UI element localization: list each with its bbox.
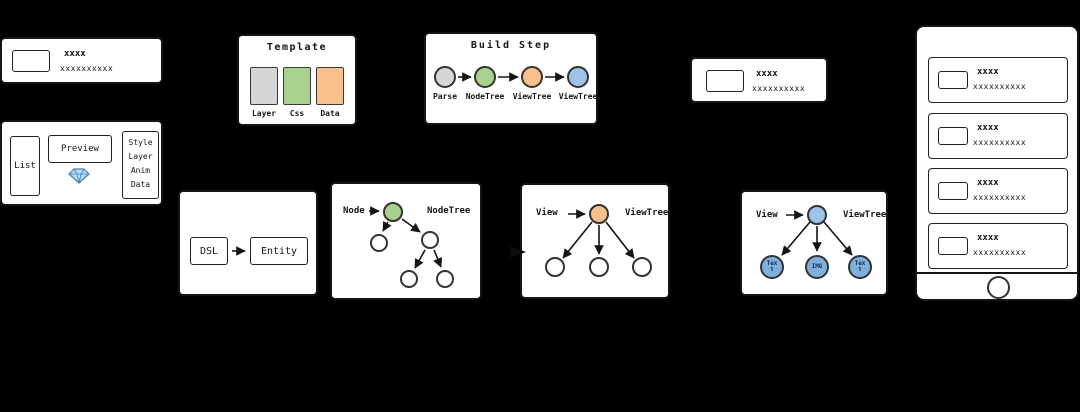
sketch-diamond-icon — [68, 168, 90, 184]
node-root — [383, 202, 403, 222]
editor-panel: List Preview Style Layer Anim Data — [0, 120, 163, 206]
parse-label: Parse — [432, 92, 458, 101]
viewtree-arrows — [781, 210, 853, 256]
card-subtitle: xxxxxxxxxx — [973, 82, 1027, 91]
view-label: View — [536, 208, 558, 218]
node-label: Node — [343, 206, 365, 216]
viewtree-final-node — [567, 66, 589, 88]
nodetree-panel: Node NodeTree — [330, 182, 482, 300]
card-title: xxxx — [977, 233, 999, 243]
card-top-left: xxxx xxxxxxxxxx — [0, 37, 163, 84]
style-pane: Style Layer Anim Data — [122, 131, 159, 199]
tree-node — [436, 270, 454, 288]
phone-card: xxxx xxxxxxxxxx — [928, 168, 1068, 214]
card-subtitle: xxxxxxxxxx — [60, 64, 114, 73]
card-title: xxxx — [64, 49, 86, 59]
view-root — [807, 205, 827, 225]
css-block-label: Css — [289, 109, 305, 118]
leaf-node-img: IMG — [805, 255, 829, 279]
thumbnail-placeholder — [938, 182, 968, 200]
phone-bottom-divider — [917, 272, 1077, 274]
dsl-box: DSL — [190, 237, 228, 265]
style-pane-line: Anim — [130, 166, 151, 175]
thumbnail-placeholder — [938, 237, 968, 255]
leaf-label: IMG — [811, 263, 823, 270]
template-panel: Template Layer Css Data — [237, 34, 357, 126]
nodetree-label: NodeTree — [465, 92, 505, 101]
flow-arrow-icon — [510, 246, 526, 258]
card-title: xxxx — [977, 178, 999, 188]
list-pane: List — [10, 136, 40, 196]
template-title: Template — [266, 42, 328, 53]
data-block — [316, 67, 344, 105]
viewtree-arrows — [562, 209, 635, 259]
build-step-panel: Build Step Parse NodeTree ViewTree ViewT… — [424, 32, 598, 125]
nodetree-label: NodeTree — [427, 206, 471, 216]
view-label: View — [756, 210, 778, 220]
tree-node — [370, 234, 388, 252]
data-block-label: Data — [320, 109, 340, 118]
card-title: xxxx — [977, 123, 999, 133]
card-subtitle: xxxxxxxxxx — [973, 248, 1027, 257]
card-subtitle: xxxxxxxxxx — [973, 138, 1027, 147]
card-title: xxxx — [756, 69, 778, 79]
tree-node — [589, 257, 609, 277]
phone-card: xxxx xxxxxxxxxx — [928, 57, 1068, 103]
preview-pane: Preview — [48, 135, 112, 163]
nodetree-node — [474, 66, 496, 88]
view-root — [589, 204, 609, 224]
card-subtitle: xxxxxxxxxx — [973, 193, 1027, 202]
viewtree-orange-panel: View ViewTree — [520, 183, 670, 299]
tree-node — [421, 231, 439, 249]
viewtree-node — [521, 66, 543, 88]
style-pane-line: Style — [128, 138, 153, 147]
layer-block-label: Layer — [251, 109, 277, 118]
thumbnail-placeholder — [938, 127, 968, 145]
leaf-label: Text — [766, 260, 778, 273]
thumbnail-placeholder — [706, 70, 744, 92]
parse-node — [434, 66, 456, 88]
entity-label: Entity — [260, 245, 298, 257]
card-subtitle: xxxxxxxxxx — [752, 84, 806, 93]
thumbnail-placeholder — [12, 50, 50, 72]
dsl-label: DSL — [199, 245, 219, 257]
dsl-entity-panel: DSL Entity — [178, 190, 318, 296]
build-step-title: Build Step — [470, 40, 552, 51]
tree-node — [632, 257, 652, 277]
tree-node — [400, 270, 418, 288]
leaf-node-text: Text — [760, 255, 784, 279]
dsl-entity-arrow — [232, 246, 246, 256]
phone-card: xxxx xxxxxxxxxx — [928, 223, 1068, 269]
css-block — [283, 67, 311, 105]
phone-frame: xxxx xxxxxxxxxx xxxx xxxxxxxxxx xxxx xxx… — [915, 25, 1079, 301]
tree-node — [545, 257, 565, 277]
viewtree-label: ViewTree — [625, 208, 669, 218]
layer-block — [250, 67, 278, 105]
viewtree-final-label: ViewTree — [558, 92, 598, 101]
leaf-node-text: Text — [848, 255, 872, 279]
thumbnail-placeholder — [938, 71, 968, 89]
preview-label: Preview — [61, 144, 99, 154]
phone-card: xxxx xxxxxxxxxx — [928, 113, 1068, 159]
entity-box: Entity — [250, 237, 308, 265]
viewtree-label: ViewTree — [843, 210, 887, 220]
style-pane-line: Data — [130, 180, 151, 189]
home-button-icon — [987, 276, 1010, 299]
nodetree-arrows — [369, 206, 443, 269]
card-top-right: xxxx xxxxxxxxxx — [690, 57, 828, 103]
style-pane-line: Layer — [128, 152, 153, 161]
viewtree-blue-panel: View ViewTree Text IMG Text — [740, 190, 888, 296]
card-title: xxxx — [977, 67, 999, 77]
leaf-label: Text — [854, 260, 866, 273]
list-label: List — [14, 161, 36, 171]
viewtree-label: ViewTree — [512, 92, 552, 101]
build-step-arrows — [458, 72, 565, 82]
